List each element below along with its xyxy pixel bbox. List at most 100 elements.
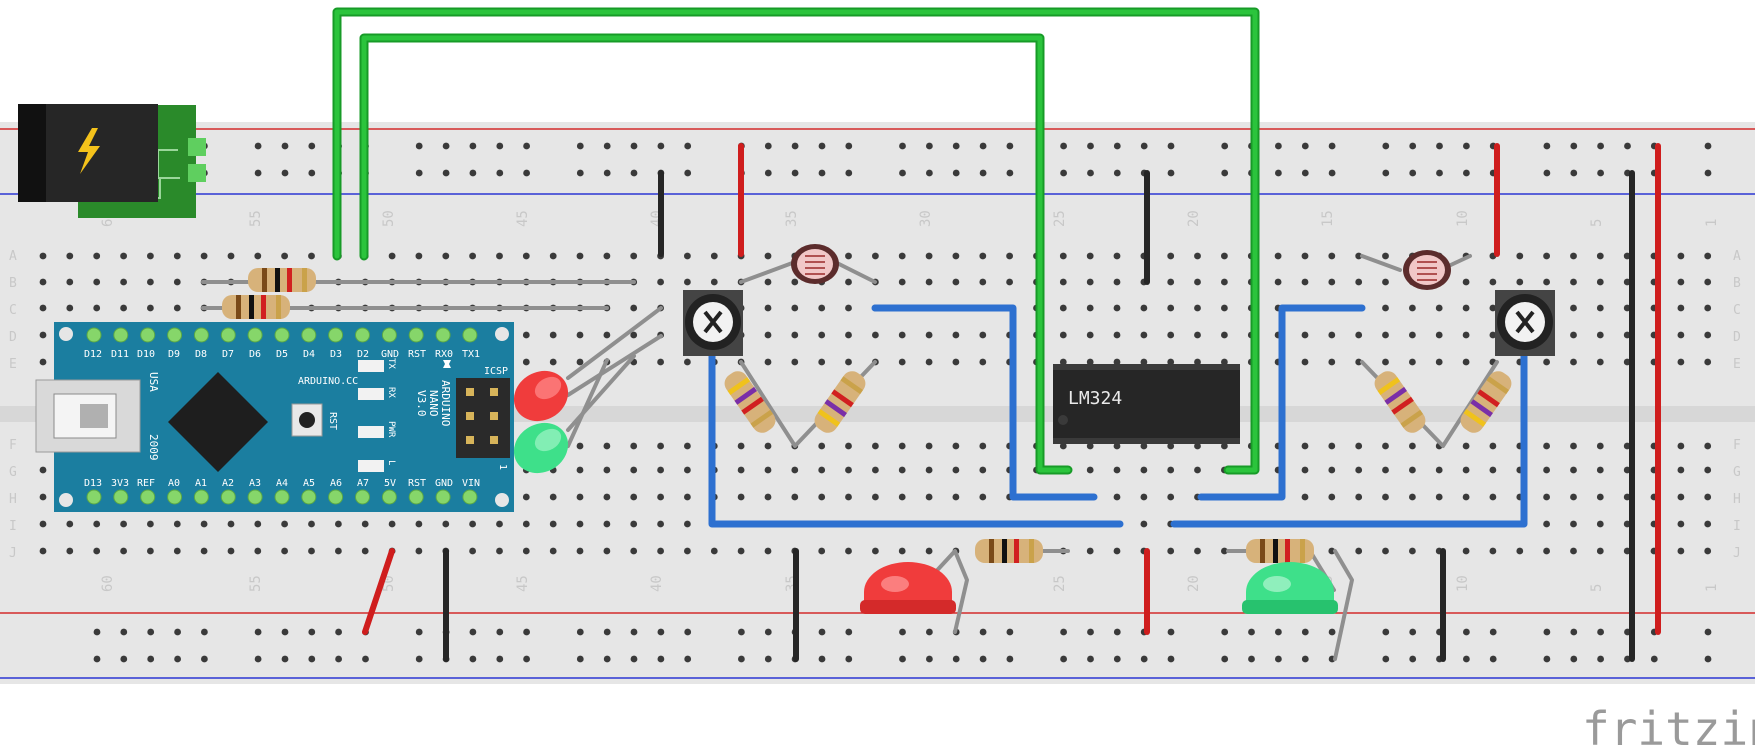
breadboard-hole <box>523 142 530 150</box>
breadboard-hole <box>1087 169 1094 177</box>
breadboard-hole <box>872 331 879 339</box>
breadboard-hole <box>1355 466 1363 474</box>
pin-label: D5 <box>276 349 288 360</box>
row-letter: C <box>9 303 17 318</box>
breadboard-hole <box>576 358 584 366</box>
breadboard-hole <box>496 547 503 555</box>
breadboard-hole <box>1167 628 1175 636</box>
resistor-bottom-right[interactable] <box>1246 539 1314 563</box>
breadboard-hole <box>1140 655 1148 663</box>
blue-wire-right-upper[interactable] <box>1197 304 1366 501</box>
ldr-right[interactable] <box>1403 250 1451 290</box>
reset-button[interactable] <box>291 403 323 437</box>
breadboard-hole <box>1113 252 1121 260</box>
breadboard-hole <box>522 493 530 501</box>
led-red-arduino[interactable] <box>505 361 577 431</box>
breadboard-hole <box>1435 331 1443 339</box>
breadboard-hole <box>926 655 933 663</box>
breadboard-hole <box>926 142 933 150</box>
resistor-second-left[interactable] <box>222 295 290 319</box>
breadboard-hole <box>1409 304 1416 312</box>
breadboard-hole <box>1382 442 1389 450</box>
dc-power-jack[interactable] <box>18 104 206 218</box>
resistor-angled[interactable] <box>1371 367 1430 436</box>
l-led <box>358 460 384 472</box>
breadboard-hole <box>1623 252 1631 260</box>
breadboard-hole <box>1140 142 1148 150</box>
blue-wire-left-upper[interactable] <box>871 304 1098 501</box>
breadboard-hole <box>845 493 852 501</box>
breadboard-hole <box>1489 331 1497 339</box>
breadboard-hole <box>1596 278 1604 286</box>
breadboard-hole <box>120 252 127 260</box>
breadboard-hole <box>1194 442 1201 450</box>
breadboard-hole <box>791 358 799 366</box>
blue-wire-right-lower[interactable] <box>1170 352 1528 528</box>
led-green-bottom[interactable] <box>1242 562 1338 614</box>
breadboard-hole <box>281 547 288 555</box>
breadboard-hole <box>926 169 933 177</box>
breadboard-hole <box>1328 547 1336 555</box>
breadboard-hole <box>1543 278 1550 286</box>
breadboard-hole <box>1677 547 1685 555</box>
row-letter: F <box>1733 438 1741 453</box>
potentiometer-left[interactable] <box>683 290 743 356</box>
breadboard-hole <box>630 252 638 260</box>
led-lead <box>566 334 663 397</box>
breadboard-hole <box>415 655 423 663</box>
breadboard-hole <box>469 655 477 663</box>
breadboard-hole <box>147 304 154 312</box>
lm324-chip[interactable]: LM324 <box>1053 364 1240 444</box>
breadboard-hole <box>1704 358 1712 366</box>
pin-label: 3V3 <box>111 478 129 489</box>
breadboard-hole <box>120 628 128 636</box>
breadboard-hole <box>657 655 665 663</box>
breadboard-hole <box>1623 547 1631 555</box>
tx-led <box>358 360 384 372</box>
mount-hole <box>495 327 509 341</box>
breadboard-hole <box>576 442 584 450</box>
breadboard-hole <box>818 493 826 501</box>
pin-label: D13 <box>84 478 102 489</box>
breadboard-hole <box>93 252 101 260</box>
breadboard-hole <box>523 169 530 177</box>
breadboard-hole <box>1194 547 1201 555</box>
breadboard-hole <box>1677 520 1685 528</box>
resistor-top-left[interactable] <box>248 268 316 292</box>
breadboard-hole <box>308 520 315 528</box>
breadboard-hole <box>1059 442 1067 450</box>
led-red-bottom[interactable] <box>860 562 956 614</box>
breadboard-hole <box>630 520 638 528</box>
resistor-angled[interactable] <box>721 367 780 436</box>
breadboard-hole <box>1596 466 1604 474</box>
breadboard-hole <box>1167 142 1175 150</box>
breadboard-hole <box>1221 331 1228 339</box>
resistor-angled[interactable] <box>811 367 870 436</box>
breadboard-hole <box>898 442 906 450</box>
breadboard-hole <box>603 169 611 177</box>
red-jumper[interactable] <box>362 548 395 635</box>
year-label: 2009 <box>147 434 160 461</box>
breadboard-hole <box>66 547 74 555</box>
breadboard-hole <box>39 466 47 474</box>
breadboard-hole <box>1462 493 1470 501</box>
breadboard-hole <box>1087 142 1094 150</box>
breadboard-hole <box>576 466 584 474</box>
breadboard-hole <box>845 628 853 636</box>
breadboard-hole <box>120 655 128 663</box>
breadboard-hole <box>1274 252 1282 260</box>
breadboard-hole <box>39 547 47 555</box>
resistor-bottom-left[interactable] <box>975 539 1043 563</box>
breadboard-hole <box>603 493 611 501</box>
resistor-angled[interactable] <box>1457 367 1516 436</box>
blue-wire-left-lower[interactable] <box>708 352 1124 528</box>
arduino-nano[interactable]: D12 D11 D10 D9 D8 D7 D6 D5 D4 D3 D2 GND … <box>35 322 514 512</box>
potentiometer-right[interactable] <box>1495 290 1555 356</box>
breadboard-hole <box>361 547 369 555</box>
ldr-left[interactable] <box>791 244 839 284</box>
breadboard-hole <box>227 520 235 528</box>
breadboard-hole <box>845 331 852 339</box>
led-green-arduino[interactable] <box>505 413 577 483</box>
breadboard-hole <box>818 655 826 663</box>
